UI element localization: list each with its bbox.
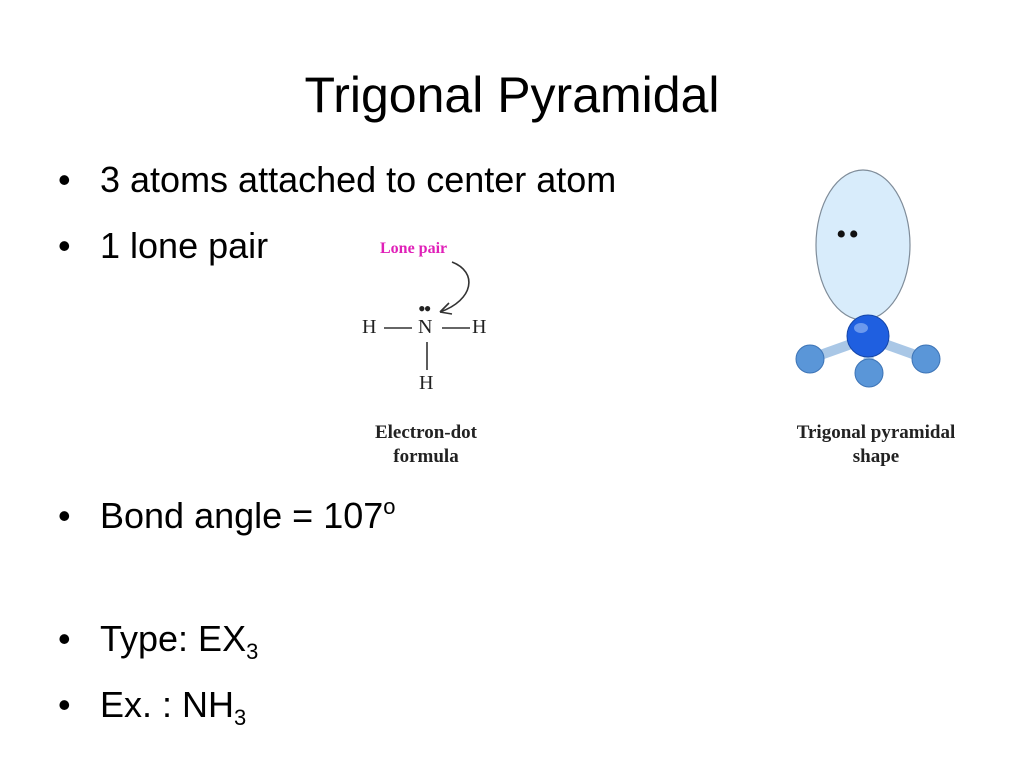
electron-dot-caption: Electron-dot formula [340,421,512,469]
slide-title: Trigonal Pyramidal [304,67,720,123]
atom-h-bottom: H [419,372,434,394]
bullet-type: • Type: EX3 [58,617,258,674]
nitrogen-atom [846,314,890,358]
bullet-text: 3 atoms attached to center atom [100,159,617,200]
arrow-head [439,302,453,315]
electron-dot-lone-pair: •• [418,296,431,321]
bullet-text: 1 lone pair [100,225,269,266]
lone-pair-orbital [815,169,911,321]
atom-h-left: H [362,316,377,338]
hydrogen-right [911,344,941,374]
bullet-dot: • [58,495,71,536]
atom-n-center: N [418,316,433,338]
lone-pair-arrow [439,261,470,313]
hydrogen-left [795,344,825,374]
bullet-text: Ex. : NH [100,684,235,725]
example-subscript: 3 [234,705,247,730]
caption-line: formula [393,446,459,467]
orbital-lone-pair-dots: •• [836,218,862,251]
caption-line: Electron-dot [374,422,478,443]
bullet-text: Bond angle = 107 [100,495,384,536]
degree-superscript: o [383,494,396,519]
lone-pair-label: Lone pair [380,240,448,257]
bullet-dot: • [58,225,71,266]
atom-h-right: H [472,316,487,338]
bullet-example: • Ex. : NH3 [58,683,246,740]
type-subscript: 3 [246,639,259,664]
nitrogen-highlight [854,323,868,333]
shape-caption: Trigonal pyramidal shape [766,421,986,469]
bullet-dot: • [58,618,71,659]
hydrogen-front [854,358,884,388]
bullet-text: Type: EX [100,618,247,659]
bullet-lone-pair: • 1 lone pair [58,224,268,268]
bullet-atoms-attached: • 3 atoms attached to center atom [58,158,616,202]
bullet-bond-angle: • Bond angle = 107o [58,485,396,538]
bullet-dot: • [58,159,71,200]
caption-line: Trigonal pyramidal [796,422,956,443]
caption-line: shape [852,446,900,467]
bullet-dot: • [58,684,71,725]
